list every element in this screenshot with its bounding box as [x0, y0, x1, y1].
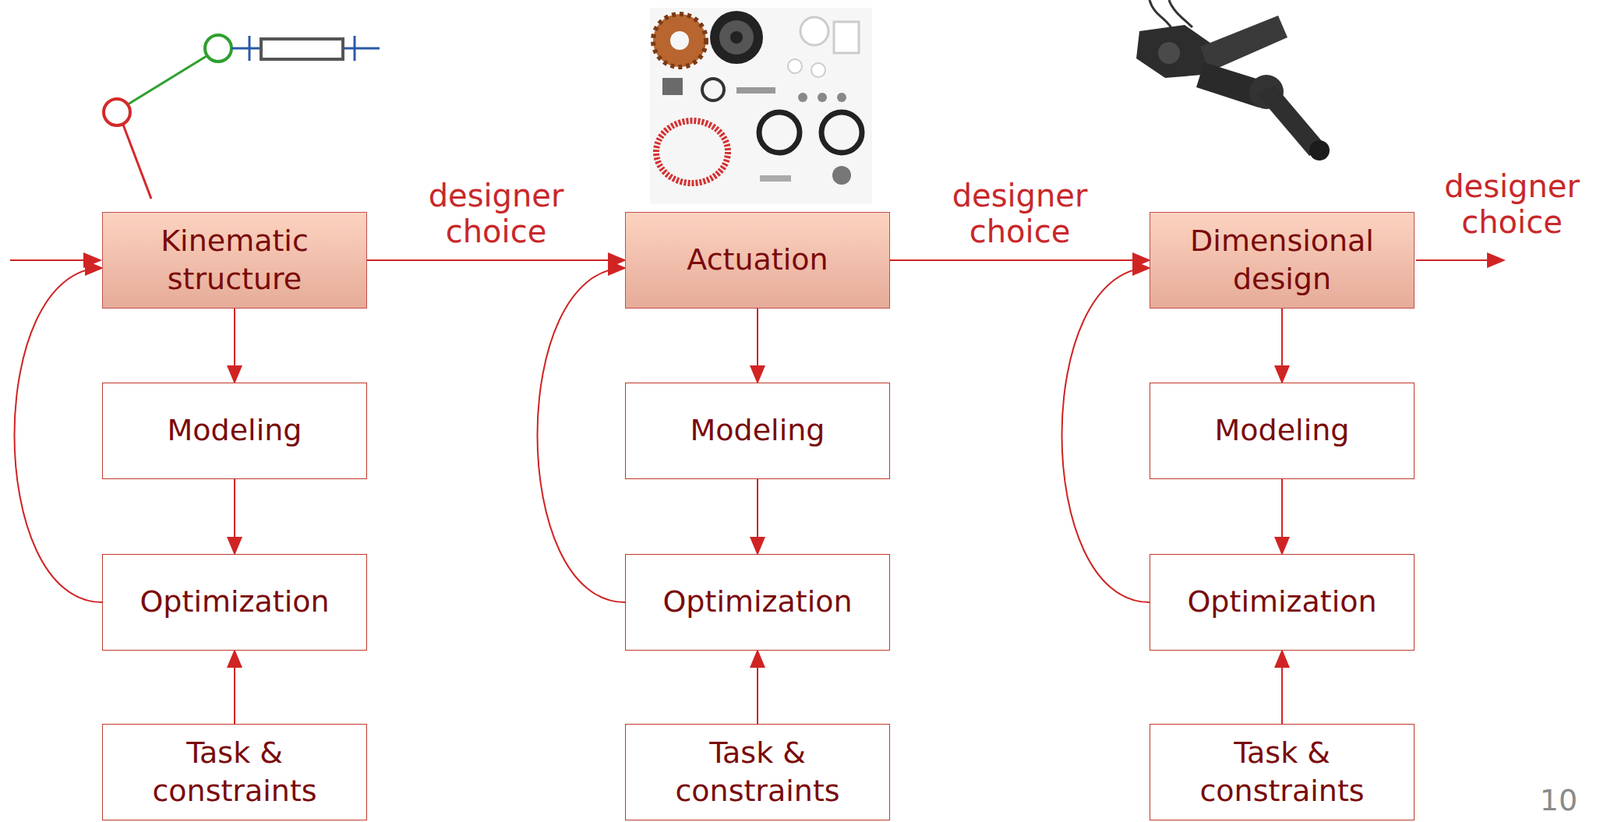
- flow-arrow: [756, 308, 759, 383]
- actuator-parts-photo: [649, 7, 873, 205]
- flow-arrow: [1281, 479, 1283, 555]
- flow-arrow: [14, 268, 103, 603]
- stage-box: Dimensional design: [1149, 211, 1415, 309]
- input-arrow: [10, 259, 101, 262]
- process-box: Modeling: [102, 382, 368, 480]
- process-box: Task & constraints: [1149, 724, 1415, 821]
- box-text: Optimization: [139, 582, 329, 622]
- box-text: Task & constraints: [639, 734, 876, 812]
- stage-box: Actuation: [625, 211, 891, 309]
- process-box: Modeling: [625, 382, 891, 480]
- flow-arrow: [756, 650, 759, 725]
- robot-leg-photo: [1136, 0, 1330, 161]
- flow-arrow: [233, 479, 236, 555]
- flow-arrow: [367, 259, 626, 262]
- box-text: Actuation: [686, 240, 828, 280]
- process-box: Task & constraints: [102, 724, 368, 821]
- edge-label: designer choice: [942, 177, 1099, 250]
- flow-arrow: [1281, 650, 1283, 725]
- flow-arrow: [1062, 268, 1151, 603]
- box-text: Optimization: [662, 582, 852, 622]
- flow-arrow: [1281, 308, 1283, 383]
- flow-arrow: [233, 650, 236, 725]
- process-box: Optimization: [102, 554, 368, 651]
- flow-label: designer choice: [1441, 168, 1583, 241]
- process-box: Optimization: [1149, 554, 1415, 651]
- flow-arrow: [537, 268, 626, 603]
- box-text: Modeling: [690, 411, 826, 450]
- box-text: Modeling: [1215, 411, 1350, 450]
- box-text: Dimensional design: [1164, 222, 1400, 300]
- process-box: Task & constraints: [625, 724, 891, 821]
- box-text: Task & constraints: [1164, 734, 1400, 812]
- output-arrow: [1416, 259, 1505, 262]
- flow-arrow: [890, 259, 1150, 262]
- edge-label: designer choice: [418, 177, 575, 250]
- stage-box: Kinematic structure: [102, 211, 368, 309]
- box-text: Task & constraints: [116, 734, 353, 812]
- process-box: Modeling: [1149, 382, 1415, 480]
- box-text: Optimization: [1186, 582, 1377, 622]
- box-text: Modeling: [167, 411, 303, 450]
- box-text: Kinematic structure: [116, 222, 353, 300]
- flow-arrow: [233, 308, 236, 383]
- page-number: 10: [1527, 784, 1590, 819]
- flow-arrow: [756, 479, 759, 555]
- kinematic-sketch: [103, 35, 380, 199]
- process-box: Optimization: [625, 554, 891, 651]
